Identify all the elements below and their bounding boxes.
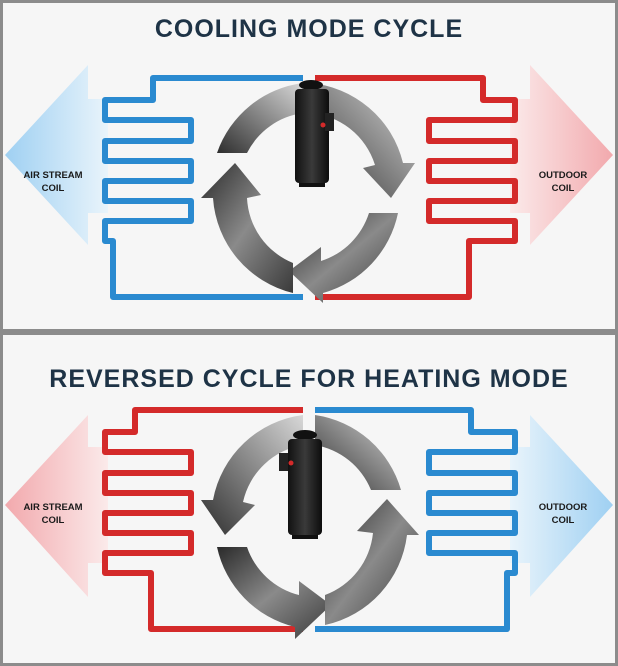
cycle-arrow-bottom	[217, 547, 331, 639]
cycle-arrow-right	[325, 499, 419, 625]
cycle-arrow-top-left	[217, 83, 303, 153]
cycle-arrow-top-left	[201, 415, 303, 535]
cooling-diagram: AIR STREAM COIL OUTDOOR COIL	[5, 65, 613, 303]
outdoor-arrow-shape	[510, 415, 613, 597]
air-stream-coil-label-line1: AIR STREAM	[23, 170, 82, 181]
outdoor-coil-label-line1: OUTDOOR	[539, 170, 588, 181]
outdoor-arrow-shape	[510, 65, 613, 245]
compressor	[279, 430, 322, 539]
cycle-arrow-left	[201, 163, 293, 293]
compressor	[295, 80, 334, 187]
cycle-arrow-top-right	[309, 83, 415, 198]
air-stream-coil-label-line1: AIR STREAM	[23, 502, 82, 513]
cycle-arrow-top-right	[315, 415, 401, 490]
air-stream-coil-shape	[102, 407, 303, 632]
cycle-arrows	[201, 83, 415, 303]
outdoor-coil-label-line2: COIL	[552, 515, 575, 526]
heating-diagram: AIR STREAM COIL OUTDOOR COIL	[5, 407, 613, 639]
outdoor-coil-shape	[315, 407, 518, 632]
air-stream-arrow-shape	[5, 65, 108, 245]
heating-title: REVERSED CYCLE FOR HEATING MODE	[49, 365, 569, 393]
cycle-arrows	[201, 415, 419, 639]
air-stream-coil-shape	[102, 75, 303, 300]
cooling-title: COOLING MODE CYCLE	[154, 15, 464, 43]
cooling-panel: COOLING MODE CYCLE	[3, 3, 615, 329]
heating-panel: REVERSED CYCLE FOR HEATING MODE	[3, 335, 615, 663]
air-stream-arrow-shape	[5, 415, 108, 597]
outdoor-coil-label-line2: COIL	[552, 183, 575, 194]
cycle-arrow-bottom	[289, 213, 398, 303]
outdoor-coil-label-line1: OUTDOOR	[539, 502, 588, 513]
air-stream-coil-label-line2: COIL	[42, 515, 65, 526]
outdoor-coil-shape	[315, 75, 518, 300]
air-stream-coil-label-line2: COIL	[42, 183, 65, 194]
